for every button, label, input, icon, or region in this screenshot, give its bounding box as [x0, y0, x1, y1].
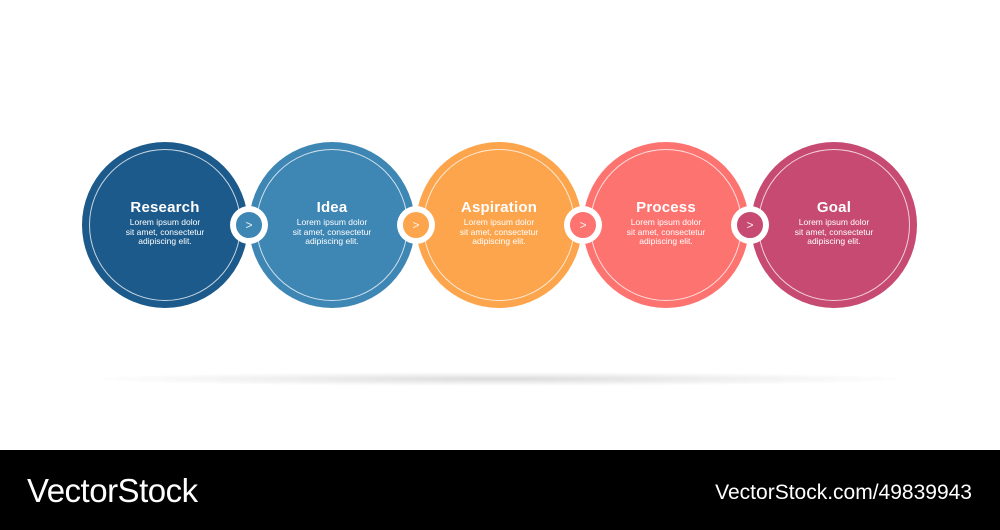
desc-line: Lorem ipsum dolor	[463, 217, 535, 227]
desc-line: sit amet, consectetur	[626, 226, 706, 237]
desc-line: adipiscing elit.	[807, 236, 861, 246]
image-url: VectorStock.com/49839943	[715, 481, 972, 504]
step-title: Aspiration	[460, 199, 538, 216]
chevron-right-icon: >	[233, 209, 265, 241]
desc-line: sit amet, consectetur	[794, 226, 874, 237]
desc-line: Lorem ipsum dolor	[296, 217, 368, 227]
step-description: Lorem ipsum dolor sit amet, consectetur …	[751, 217, 917, 247]
desc-line: adipiscing elit.	[305, 236, 359, 246]
step-description: Lorem ipsum dolor sit amet, consectetur …	[82, 217, 248, 247]
desc-line: adipiscing elit.	[639, 236, 693, 246]
desc-line: adipiscing elit.	[138, 236, 192, 246]
step-circle-idea: Idea Lorem ipsum dolor sit amet, consect…	[249, 142, 415, 308]
step-circle-aspiration: Aspiration Lorem ipsum dolor sit amet, c…	[416, 142, 582, 308]
step-description: Lorem ipsum dolor sit amet, consectetur …	[249, 217, 415, 247]
chevron-right-icon: >	[400, 209, 432, 241]
step-description: Lorem ipsum dolor sit amet, consectetur …	[583, 217, 749, 247]
step-circle-research: Research Lorem ipsum dolor sit amet, con…	[82, 142, 248, 308]
chevron-right-icon: >	[734, 209, 766, 241]
step-title: Goal	[816, 199, 852, 216]
desc-line: sit amet, consectetur	[292, 226, 372, 237]
desc-line: Lorem ipsum dolor	[798, 217, 870, 227]
watermark-footer: VectorStock VectorStock.com/49839943	[0, 450, 1000, 530]
desc-line: Lorem ipsum dolor	[129, 217, 201, 227]
step-circle-process: Process Lorem ipsum dolor sit amet, cons…	[583, 142, 749, 308]
step-title: Process	[636, 199, 696, 216]
brand-logo: VectorStock	[27, 472, 198, 509]
desc-line: sit amet, consectetur	[459, 226, 539, 237]
chevron-right-icon: >	[567, 209, 599, 241]
desc-line: adipiscing elit.	[472, 236, 526, 246]
step-description: Lorem ipsum dolor sit amet, consectetur …	[416, 217, 582, 247]
desc-line: Lorem ipsum dolor	[630, 217, 702, 227]
desc-line: sit amet, consectetur	[125, 226, 205, 237]
infographic-canvas: Research Lorem ipsum dolor sit amet, con…	[82, 142, 917, 386]
step-circle-goal: Goal Lorem ipsum dolor sit amet, consect…	[751, 142, 917, 308]
floor-shadow	[90, 372, 910, 386]
step-title: Research	[130, 199, 200, 216]
step-title: Idea	[316, 199, 348, 216]
